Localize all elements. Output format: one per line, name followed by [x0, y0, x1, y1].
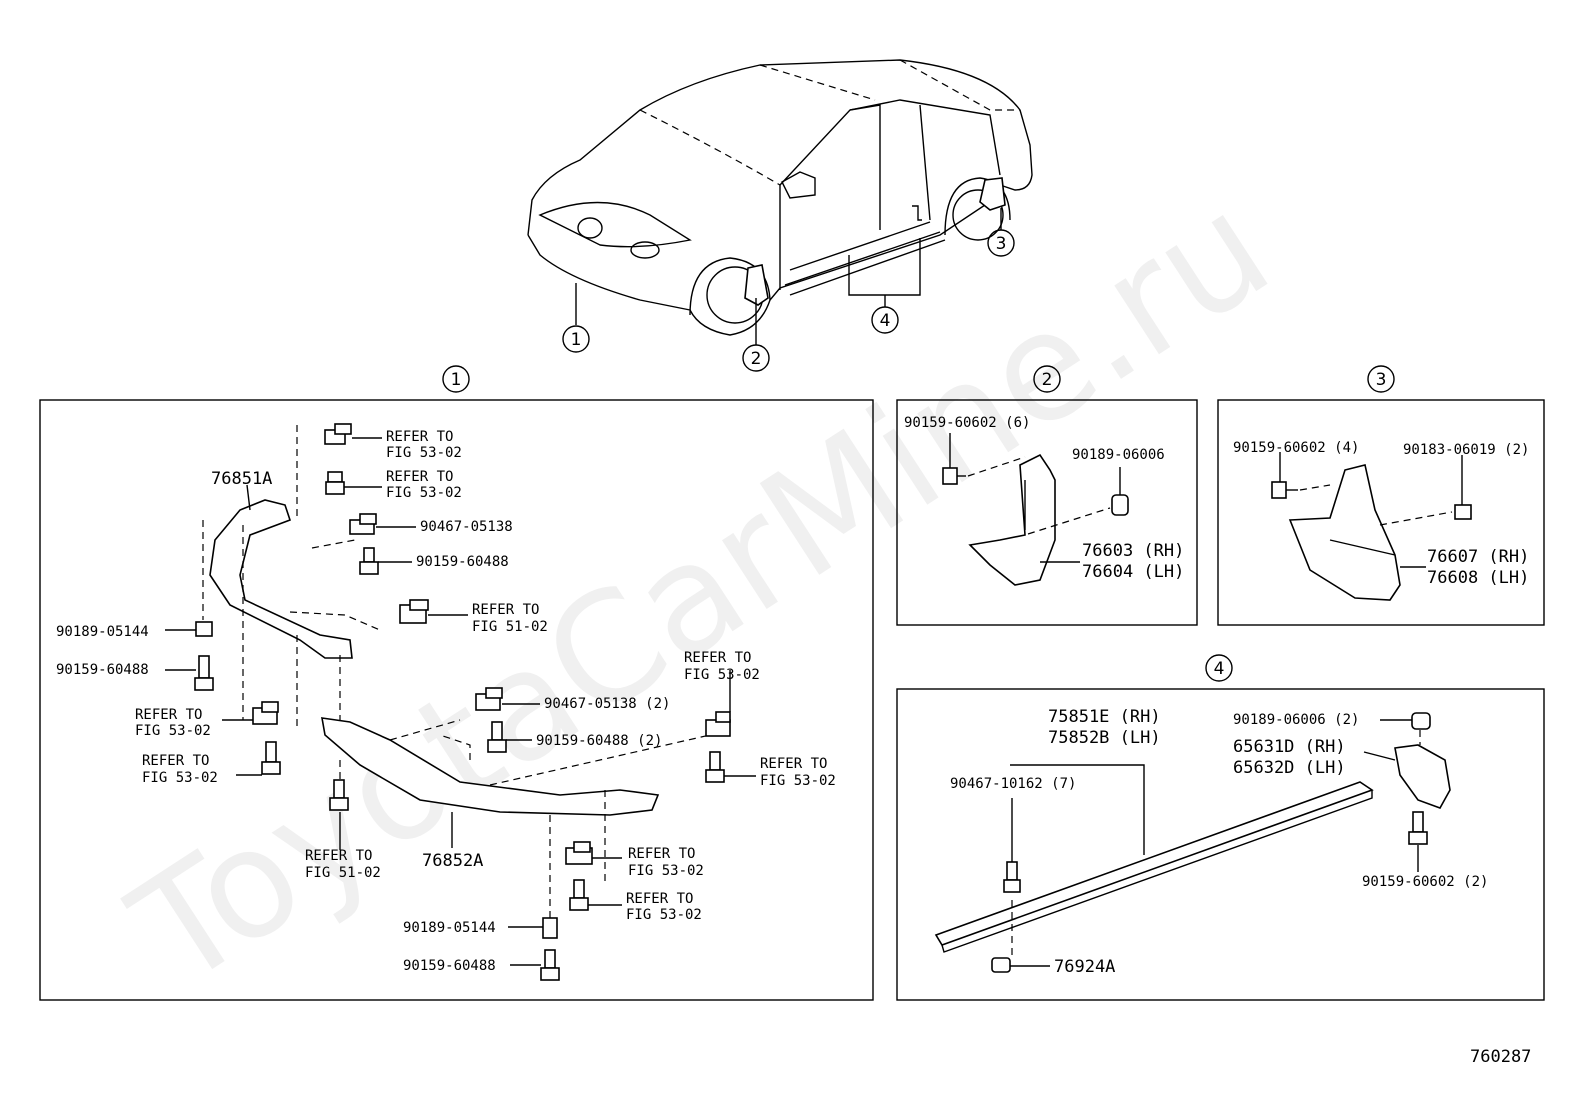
- svg-text:FIG 53-02: FIG 53-02: [626, 907, 702, 923]
- svg-text:2: 2: [751, 349, 762, 369]
- svg-text:FIG 51-02: FIG 51-02: [472, 619, 548, 635]
- panel-1: 1 76851A 76852A REFER TO: [39, 365, 874, 1001]
- svg-text:FIG 53-02: FIG 53-02: [628, 863, 704, 879]
- bolt-90159-bottom: [540, 949, 560, 981]
- svg-text:3: 3: [1376, 370, 1387, 390]
- bolt-90159-2: [487, 721, 507, 753]
- clip-90467-10162: [1003, 861, 1021, 893]
- svg-text:FIG 53-02: FIG 53-02: [684, 667, 760, 683]
- svg-text:FIG 53-02: FIG 53-02: [142, 770, 218, 786]
- svg-text:FIG 53-02: FIG 53-02: [386, 445, 462, 461]
- svg-text:90189-06006: 90189-06006: [1072, 447, 1165, 463]
- svg-text:4: 4: [1214, 659, 1225, 679]
- svg-text:REFER TO: REFER TO: [142, 753, 209, 769]
- panel-4: 4 75851E (RH) 75852B (LH) 90467-10162 (7…: [896, 654, 1545, 1001]
- svg-text:FIG 53-02: FIG 53-02: [386, 485, 462, 501]
- svg-text:76607 (RH): 76607 (RH): [1427, 547, 1529, 567]
- car-callout-3: 3: [987, 229, 1015, 257]
- clip-left: [252, 701, 279, 725]
- svg-text:90467-05138: 90467-05138: [420, 519, 513, 535]
- part-76603-76604: [968, 453, 1056, 586]
- part-76851A: [209, 499, 353, 659]
- bolt-90159-a: [359, 547, 379, 575]
- nut-90189-bottom: [542, 917, 558, 939]
- svg-text:REFER TO: REFER TO: [386, 429, 453, 445]
- svg-text:76924A: 76924A: [1054, 957, 1115, 977]
- panel-3: 3 90159-60602 (4) 90183-06019 (2) 76607 …: [1217, 365, 1545, 626]
- car-callout-2: 2: [742, 344, 770, 372]
- svg-text:90189-06006 (2): 90189-06006 (2): [1233, 712, 1359, 728]
- part-65631D-65632D: [1394, 744, 1451, 809]
- label-76852A: 76852A: [422, 851, 483, 871]
- nut-90189-left: [195, 621, 213, 637]
- bolt-left: [261, 741, 281, 775]
- car-overview: [527, 59, 1033, 345]
- svg-text:FIG 51-02: FIG 51-02: [305, 865, 381, 881]
- svg-text:75852B (LH): 75852B (LH): [1048, 728, 1161, 748]
- svg-text:REFER TO: REFER TO: [305, 848, 372, 864]
- svg-text:REFER TO: REFER TO: [760, 756, 827, 772]
- svg-text:90159-60488: 90159-60488: [403, 958, 496, 974]
- svg-text:75851E (RH): 75851E (RH): [1048, 707, 1161, 727]
- svg-text:90467-05138 (2): 90467-05138 (2): [544, 696, 670, 712]
- svg-text:REFER TO: REFER TO: [628, 846, 695, 862]
- bolt-90159-left: [194, 655, 214, 691]
- svg-text:90159-60488 (2): 90159-60488 (2): [536, 733, 662, 749]
- svg-text:REFER TO: REFER TO: [626, 891, 693, 907]
- svg-text:90159-60602 (4): 90159-60602 (4): [1233, 440, 1359, 456]
- svg-text:FIG 53-02: FIG 53-02: [135, 723, 211, 739]
- svg-text:76603 (RH): 76603 (RH): [1082, 541, 1184, 561]
- clip-top-1: [324, 423, 352, 445]
- label-76851A: 76851A: [211, 469, 272, 489]
- car-callout-1: 1: [562, 325, 590, 353]
- bolt-top-1: [325, 471, 345, 495]
- svg-text:4: 4: [880, 311, 891, 331]
- svg-text:76608 (LH): 76608 (LH): [1427, 568, 1529, 588]
- panel-2: 2 90159-60602 (6) 90189-06006 76603 (RH)…: [896, 365, 1198, 626]
- svg-text:90189-05144: 90189-05144: [403, 920, 496, 936]
- svg-text:90159-60602 (6): 90159-60602 (6): [904, 415, 1030, 431]
- panel-1-number: 1: [451, 370, 462, 390]
- svg-text:90159-60488: 90159-60488: [56, 662, 149, 678]
- svg-text:REFER TO: REFER TO: [135, 707, 202, 723]
- svg-text:76604 (LH): 76604 (LH): [1082, 562, 1184, 582]
- screw-90159-60602: [942, 467, 966, 485]
- car-callout-4: 4: [871, 306, 899, 334]
- svg-text:90159-60602 (2): 90159-60602 (2): [1362, 874, 1488, 890]
- bolt-bottom: [569, 879, 589, 911]
- svg-text:90159-60488: 90159-60488: [416, 554, 509, 570]
- nut-90189-06006: [1111, 494, 1129, 516]
- svg-text:REFER TO: REFER TO: [684, 650, 751, 666]
- svg-text:REFER TO: REFER TO: [386, 469, 453, 485]
- panel-1-frame: [39, 399, 874, 1001]
- svg-text:1: 1: [571, 330, 582, 350]
- svg-text:90183-06019 (2): 90183-06019 (2): [1403, 442, 1529, 458]
- screw-90159-60602-4: [1271, 481, 1298, 499]
- part-75851E-75852B: [934, 781, 1374, 946]
- diagram-id: 760287: [1470, 1047, 1531, 1067]
- svg-text:65631D (RH): 65631D (RH): [1233, 737, 1346, 757]
- clip-fig51-top: [399, 599, 429, 624]
- bolt-right: [705, 751, 725, 783]
- clip-bottom: [565, 841, 593, 865]
- watermark: ToyotaCarMine.ru: [104, 161, 1299, 1021]
- clip-90467-2: [475, 687, 503, 711]
- clip-right: [705, 711, 731, 737]
- svg-text:90467-10162 (7): 90467-10162 (7): [950, 776, 1076, 792]
- svg-text:90189-05144: 90189-05144: [56, 624, 149, 640]
- svg-text:REFER TO: REFER TO: [472, 602, 539, 618]
- nut-90189-06006-2: [1411, 712, 1431, 730]
- svg-text:2: 2: [1042, 370, 1053, 390]
- clip-90467: [349, 513, 377, 535]
- bolt-fig51-bottom: [329, 779, 349, 811]
- part-76852A: [321, 717, 660, 816]
- grommet-76924A: [991, 957, 1011, 973]
- svg-text:3: 3: [996, 234, 1007, 254]
- nut-90183-06019: [1454, 504, 1472, 520]
- bolt-90159-60602-2: [1408, 811, 1428, 845]
- svg-text:FIG 53-02: FIG 53-02: [760, 773, 836, 789]
- part-76607-76608: [1288, 464, 1401, 601]
- svg-text:65632D (LH): 65632D (LH): [1233, 758, 1346, 778]
